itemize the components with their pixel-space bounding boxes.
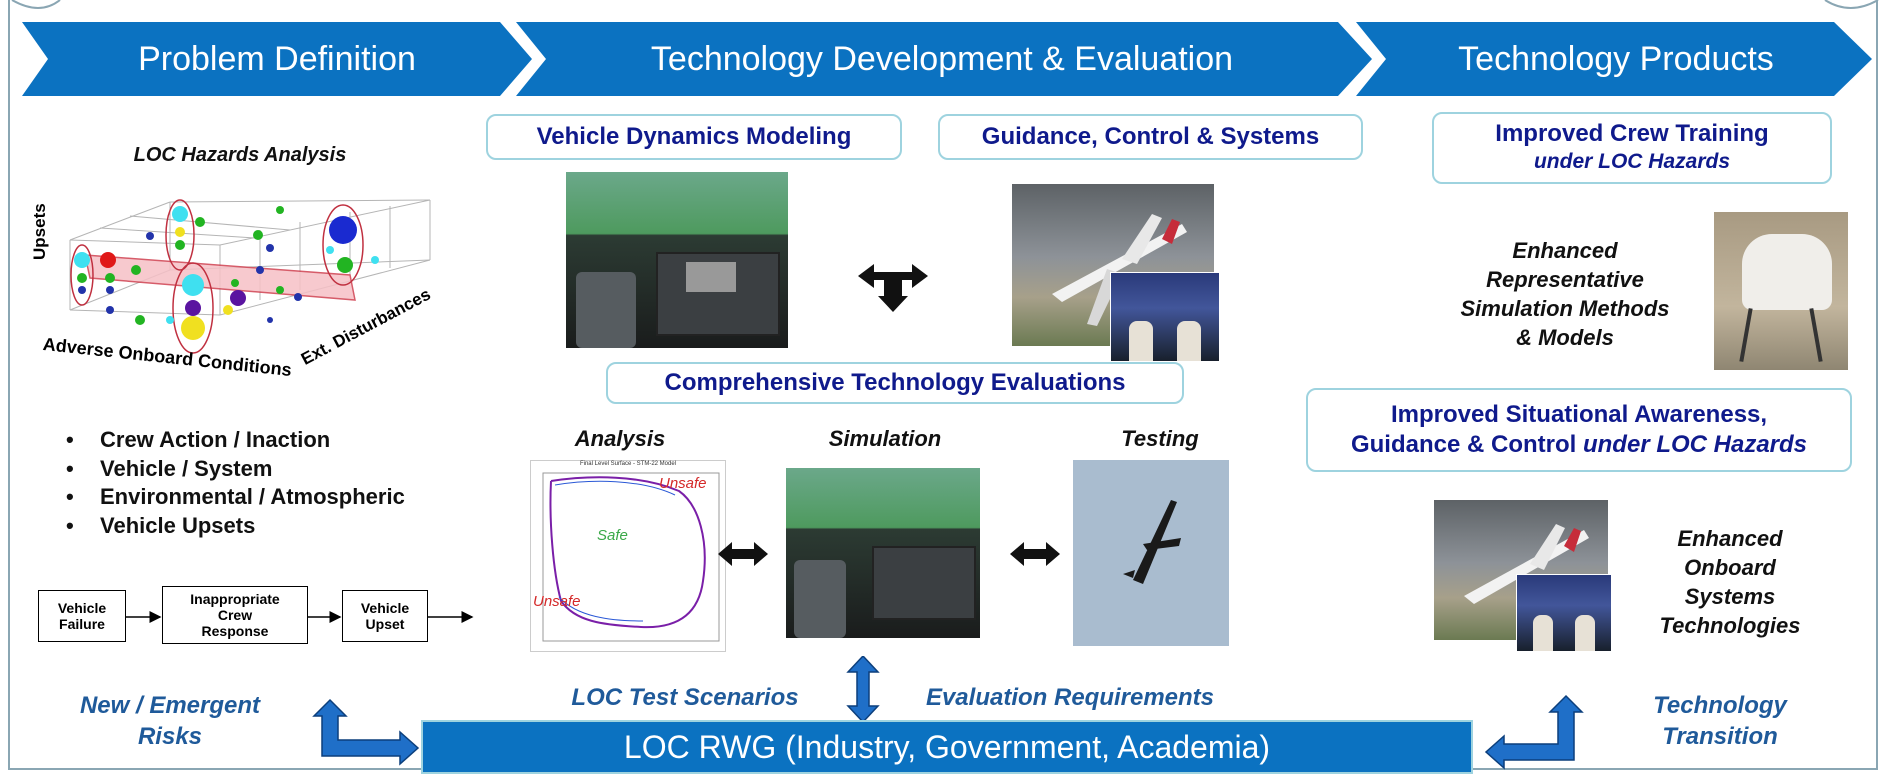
double-arrow-simulation-testing xyxy=(1010,542,1060,566)
axis-label-upsets: Upsets xyxy=(30,203,49,260)
label-enhanced-onboard: Enhanced Onboard Systems Technologies xyxy=(1659,526,1801,638)
box-guidance-control-systems: Guidance, Control & Systems xyxy=(938,114,1363,160)
label-testing: Testing xyxy=(1121,426,1199,451)
double-arrow-analysis-simulation xyxy=(718,542,768,566)
bullet-item: •Vehicle / System xyxy=(66,455,273,481)
pilots-cockpit-photo xyxy=(1110,272,1220,362)
plot-unsafe-bottom: Unsafe xyxy=(533,593,581,610)
technology-transition-label: Technology Transition xyxy=(1653,692,1787,750)
banner-development-label: Technology Development & Evaluation xyxy=(650,40,1234,78)
bullet-item: •Environmental / Atmospheric xyxy=(66,484,405,509)
plot-unsafe-top: Unsafe xyxy=(659,475,707,492)
bullet-item: •Crew Action / Inaction xyxy=(66,427,331,452)
left-elbow-arrow xyxy=(312,698,420,766)
banner-problem-label: Problem Definition xyxy=(138,40,416,78)
box-improved-crew-training: Improved Crew Training under LOC Hazards xyxy=(1432,112,1832,184)
flow-arrows xyxy=(126,611,474,623)
banner-problem-definition: Problem Definition xyxy=(22,22,532,96)
label-analysis: Analysis xyxy=(574,426,666,451)
label-simulation: Simulation xyxy=(828,426,942,451)
plot-safe: Safe xyxy=(597,527,628,544)
banner-products-label: Technology Products xyxy=(1458,40,1774,78)
flight-testing-photo xyxy=(1073,460,1229,646)
plot-title: Final Level Surface - STM-22 Model xyxy=(579,461,677,467)
banner-technology-products: Technology Products xyxy=(1356,22,1872,96)
box-improved-situational-awareness: Improved Situational Awareness, Guidance… xyxy=(1306,388,1852,472)
right-elbow-arrow xyxy=(1484,694,1584,770)
new-emergent-risks-label: New / Emergent Risks xyxy=(79,692,261,750)
airliner-photo-right xyxy=(1434,500,1608,640)
label-enhanced-simulation: Enhanced Representative Simulation Metho… xyxy=(1460,238,1670,350)
bidirectional-arrow-top xyxy=(858,264,928,312)
flow-box-crew-response: Inappropriate Crew Response xyxy=(162,586,308,644)
motion-simulator-photo xyxy=(1714,212,1848,370)
flow-box-vehicle-failure: Vehicle Failure xyxy=(38,590,126,642)
top-corner-curves xyxy=(11,0,1879,9)
hazards-title: LOC Hazards Analysis xyxy=(133,144,347,166)
pilots-photo-right xyxy=(1516,574,1612,652)
loc-rwg-bar: LOC RWG (Industry, Government, Academia) xyxy=(421,720,1473,774)
box-vehicle-dynamics-modeling: Vehicle Dynamics Modeling xyxy=(486,114,902,160)
hazard-bullet-list: •Crew Action / Inaction •Vehicle / Syste… xyxy=(60,426,405,540)
box-comprehensive-evaluations: Comprehensive Technology Evaluations xyxy=(606,362,1184,404)
hazards-3d-chart xyxy=(69,199,431,354)
analysis-safe-envelope-plot: Final Level Surface - STM-22 Model Unsaf… xyxy=(530,460,726,652)
simulator-cockpit-photo xyxy=(566,172,788,348)
simulation-photo xyxy=(786,468,980,638)
bullet-item: •Vehicle Upsets xyxy=(66,512,256,538)
label-loc-test-scenarios: LOC Test Scenarios xyxy=(571,684,799,711)
banner-technology-development: Technology Development & Evaluation xyxy=(516,22,1372,96)
vertical-double-arrow xyxy=(846,656,880,722)
flow-box-vehicle-upset: Vehicle Upset xyxy=(342,590,428,642)
label-evaluation-requirements: Evaluation Requirements xyxy=(925,684,1215,711)
